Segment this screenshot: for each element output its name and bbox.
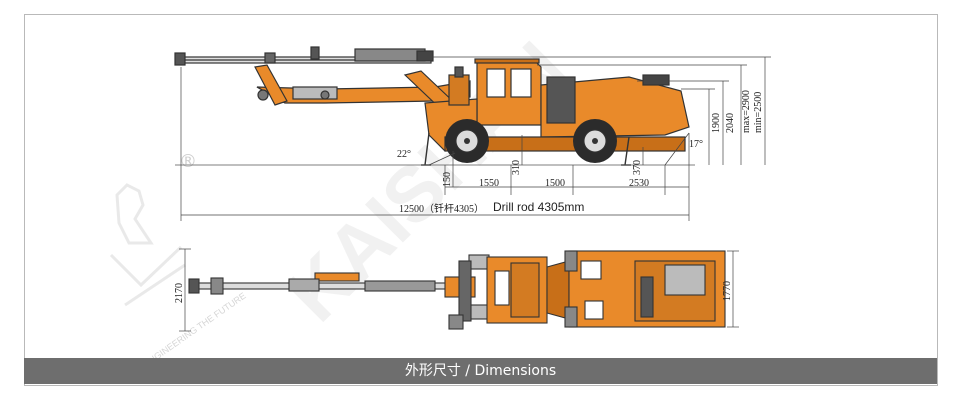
angle-rear-label: 17° [689,139,703,150]
rear-wheel-icon [573,119,617,163]
angle-front-label: 22° [397,149,411,160]
height-max-label: max=2900 [741,90,752,133]
axle-front-offset-label: 1550 [479,178,499,189]
rear-clearance-label: 370 [632,160,643,175]
height-min-label: min=2500 [753,92,764,133]
side-view: 22° 17° 150 1550 1500 2530 310 370 1900 … [174,46,771,221]
dimension-drawing: KAISHAN ® ENGINEERING THE FUTURE [109,24,771,369]
drill-boom [174,46,471,114]
top-dimension-lines [179,248,739,332]
watermark-registered: ® [179,151,197,172]
diagram-panel: KAISHAN ® ENGINEERING THE FUTURE [24,14,938,386]
wheelbase-label: 1500 [545,178,565,189]
top-carrier [448,250,726,330]
hub-height-label: 310 [511,160,522,175]
drill-rod-note: Drill rod 4305mm [493,200,584,214]
height-2040-label: 2040 [725,113,736,133]
width-boom-label: 2170 [174,283,185,303]
front-wheel-icon [445,119,489,163]
top-view: 2170 1770 [174,248,739,332]
caption-bar: 外形尺寸 / Dimensions [24,358,937,384]
watermark-mascot-icon [109,183,186,307]
top-boom [188,272,476,298]
rear-length-label: 2530 [629,178,649,189]
side-dimension-lines [180,56,771,221]
width-body-label: 1770 [722,281,733,301]
overall-length-label: 12500（钎杆4305） [399,203,484,215]
cab-height-label: 1900 [711,113,722,133]
ground-clearance-label: 150 [442,172,453,187]
